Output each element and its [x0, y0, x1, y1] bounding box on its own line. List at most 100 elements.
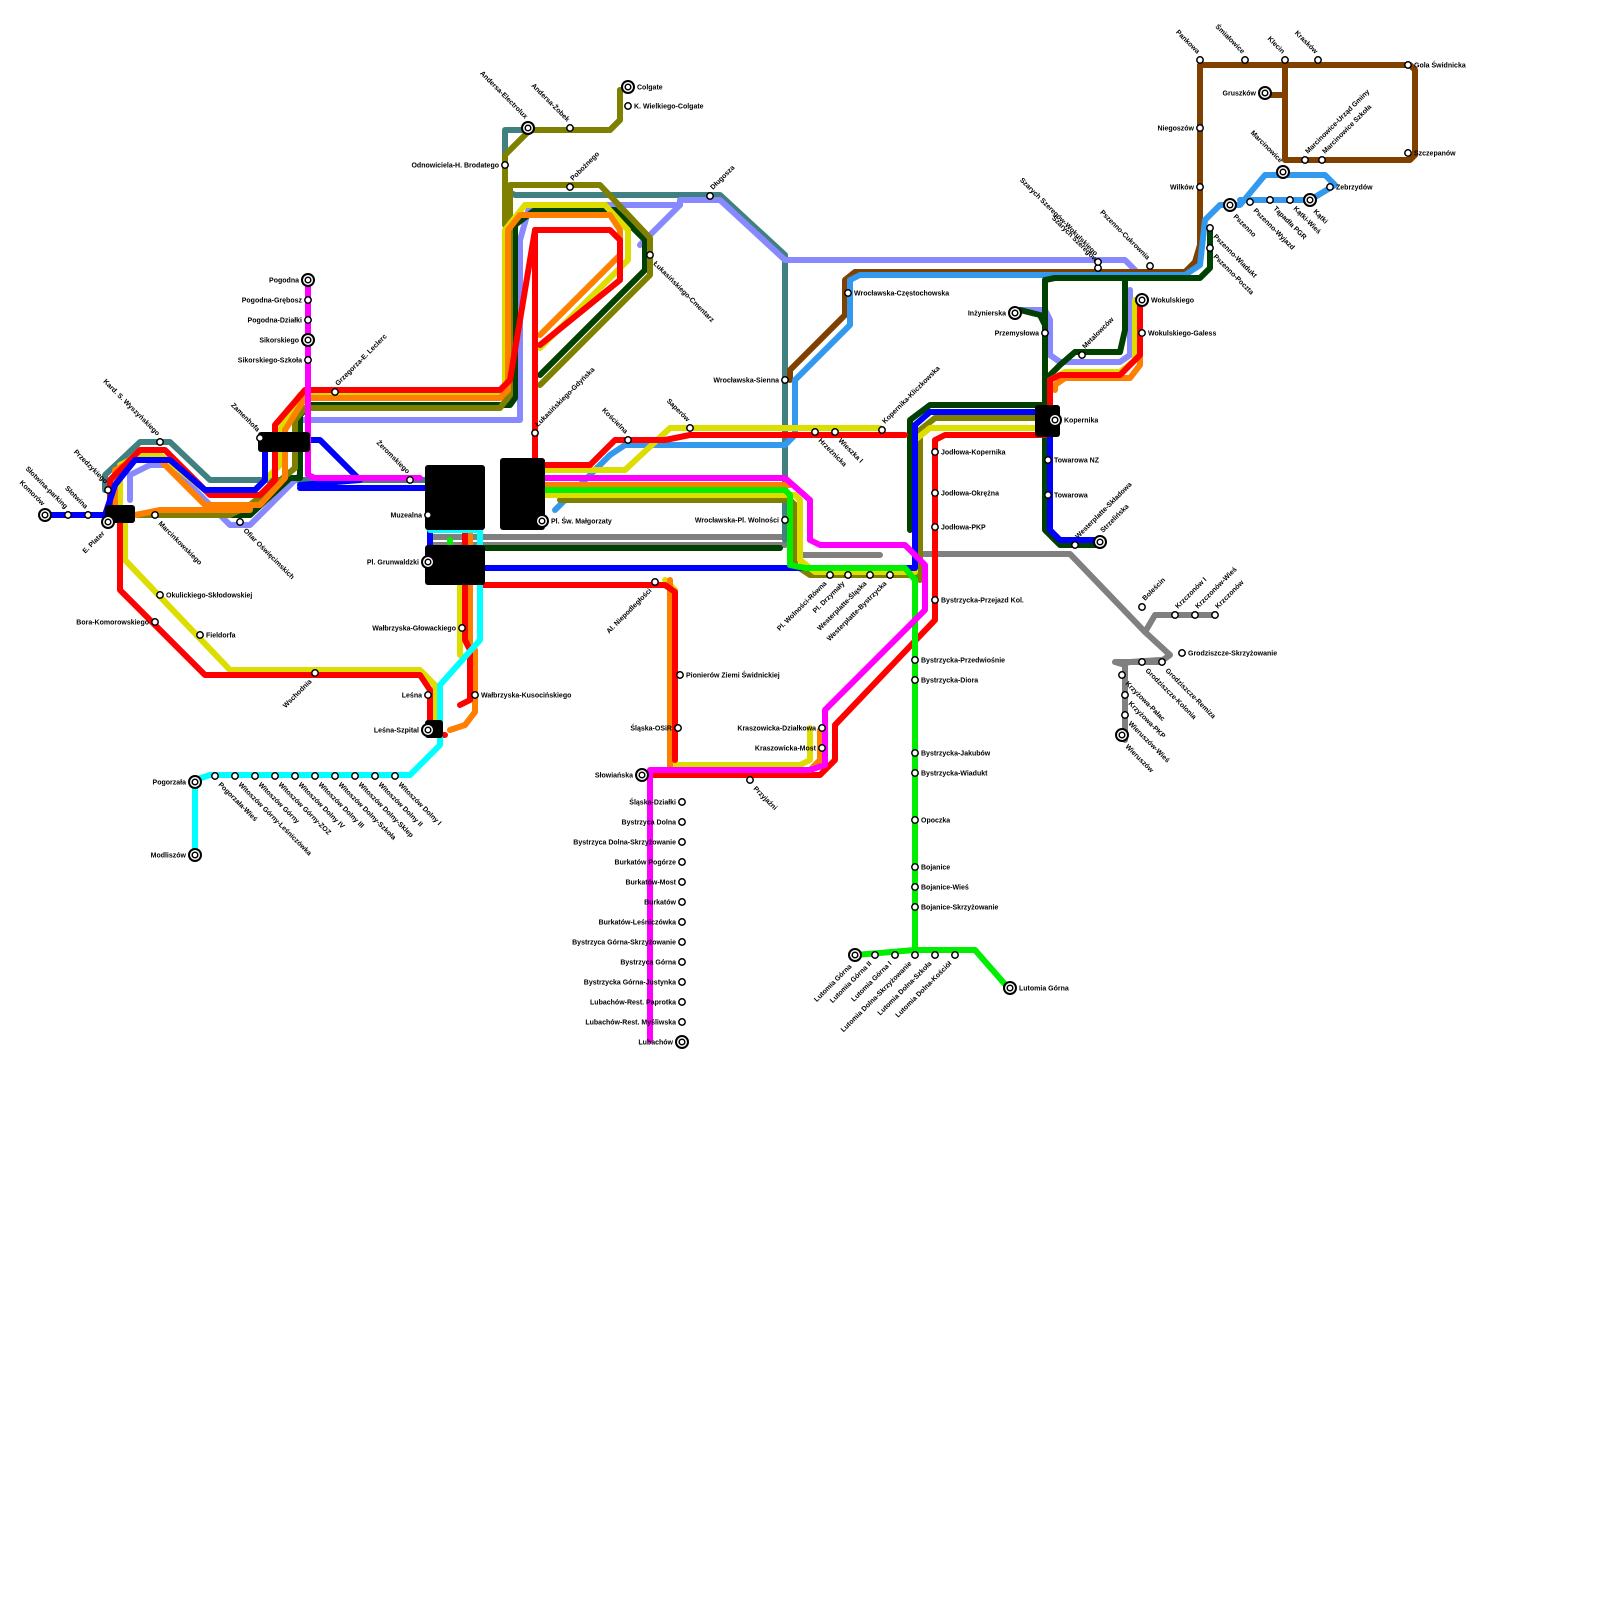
- station-marker[interactable]: [566, 124, 574, 132]
- station-bojanice-skrz[interactable]: Bojanice-Skrzyżowanie: [911, 903, 999, 912]
- station-marker[interactable]: [678, 818, 686, 826]
- station-marker[interactable]: [331, 388, 339, 396]
- station-sikorskiego-szkola[interactable]: Sikorskiego-Szkoła: [238, 356, 312, 365]
- station-marker[interactable]: [1246, 198, 1254, 206]
- station-marker[interactable]: [678, 938, 686, 946]
- station-wroclawska-sienna[interactable]: Wrocławska-Sienna: [713, 376, 789, 385]
- station-slowianska[interactable]: Słowiańska: [595, 768, 649, 782]
- station-marker[interactable]: [781, 376, 789, 384]
- station-marker[interactable]: [678, 878, 686, 886]
- station-marker[interactable]: [931, 523, 939, 531]
- station-marker[interactable]: [304, 356, 312, 364]
- station-marker[interactable]: [1158, 658, 1166, 666]
- station-lesna-szpital[interactable]: Leśna-Szpital: [374, 723, 435, 737]
- station-lutomia-dolna-skrz[interactable]: Lutomia Dolna-Skrzyżowanie: [840, 951, 919, 1034]
- station-walbrzyska-glowackiego[interactable]: Wałbrzyska-Głowackiego: [372, 624, 466, 633]
- station-marker[interactable]: [424, 691, 432, 699]
- station-marker[interactable]: [196, 631, 204, 639]
- station-marker[interactable]: [371, 772, 379, 780]
- station-e-plater[interactable]: E. Plater: [82, 515, 115, 555]
- station-marker[interactable]: [1138, 329, 1146, 337]
- station-marker[interactable]: [256, 434, 264, 442]
- station-burkatow-pogorze[interactable]: Burkatów Pogórze: [615, 858, 686, 867]
- station-marker[interactable]: [911, 903, 919, 911]
- station-szczepanow[interactable]: Szczepanów: [1404, 149, 1456, 158]
- station-wroclawska-czest[interactable]: Wrocławska-Częstochowska: [844, 289, 949, 298]
- station-marker[interactable]: [624, 436, 632, 444]
- station-marker[interactable]: [1044, 456, 1052, 464]
- station-marker[interactable]: [678, 1018, 686, 1026]
- station-gola[interactable]: Gola Świdnicka: [1404, 61, 1466, 70]
- station-marker[interactable]: [676, 671, 684, 679]
- station-marker[interactable]: [1196, 124, 1204, 132]
- station-marker[interactable]: [64, 511, 72, 519]
- station-marker[interactable]: [351, 772, 359, 780]
- station-marker[interactable]: [156, 591, 164, 599]
- station-pogorzala[interactable]: Pogorzała: [153, 775, 202, 789]
- station-inzynierska[interactable]: Inżynierska: [968, 306, 1022, 320]
- station-marker[interactable]: [678, 998, 686, 1006]
- station-marker[interactable]: [818, 724, 826, 732]
- station-bora[interactable]: Bora-Komorowskiego: [76, 618, 159, 627]
- station-marker[interactable]: [566, 183, 574, 191]
- station-wokulskiego[interactable]: Wokulskiego: [1135, 293, 1194, 307]
- station-lukasinskiego-cm[interactable]: Łukasińskiego-Cmentarz: [646, 251, 716, 325]
- station-okulickiego[interactable]: Okulickiego-Skłodowskiej: [156, 591, 253, 600]
- station-marker[interactable]: [891, 951, 899, 959]
- station-marker[interactable]: [844, 571, 852, 579]
- station-marker[interactable]: [1191, 611, 1199, 619]
- station-marker[interactable]: [678, 918, 686, 926]
- station-bystrzycka-przedwiosnie[interactable]: Bystrzycka-Przedwiośnie: [911, 656, 1005, 665]
- station-marker[interactable]: [1094, 258, 1102, 266]
- station-fieldorfa[interactable]: Fieldorfa: [196, 631, 236, 640]
- station-marker[interactable]: [458, 624, 466, 632]
- station-pl-malgorzaty[interactable]: Pl. Św. Małgorzaty: [535, 514, 612, 528]
- station-gruszkow[interactable]: Gruszków: [1223, 86, 1272, 100]
- station-marker[interactable]: [678, 838, 686, 846]
- station-lesna[interactable]: Leśna: [402, 691, 432, 700]
- station-marker[interactable]: [236, 518, 244, 526]
- station-muzealna[interactable]: Muzealna: [390, 511, 432, 520]
- station-marker[interactable]: [1196, 56, 1204, 64]
- station-modliszow[interactable]: Modliszów: [151, 848, 202, 862]
- station-marker[interactable]: [931, 489, 939, 497]
- station-marker[interactable]: [811, 428, 819, 436]
- station-jodlowa-kopernika[interactable]: Jodłowa-Kopernika: [931, 448, 1006, 457]
- station-burkatow-lesn[interactable]: Burkatów-Leśniczówka: [599, 918, 686, 927]
- station-marker[interactable]: [1326, 183, 1334, 191]
- station-marker[interactable]: [911, 863, 919, 871]
- station-marker[interactable]: [931, 596, 939, 604]
- station-pogodna-grebosz[interactable]: Pogodna-Grębosz: [242, 296, 312, 305]
- station-pionierow[interactable]: Pionierów Ziemi Świdnickiej: [676, 671, 780, 680]
- station-wyszynskiego[interactable]: Kard. S. Wyszyńskiego: [101, 378, 164, 446]
- station-lubachow-mysliwska[interactable]: Lubachów-Rest. Myśliwska: [585, 1018, 686, 1027]
- station-marker[interactable]: [706, 192, 714, 200]
- station-marker[interactable]: [1281, 56, 1289, 64]
- station-marker[interactable]: [1044, 491, 1052, 499]
- station-jodlowa-okrezna[interactable]: Jodłowa-Okrężna: [931, 489, 999, 498]
- station-marker[interactable]: [1178, 649, 1186, 657]
- station-marcinowice-ug[interactable]: Marcinowice-Urząd Gminy: [1301, 89, 1372, 164]
- station-przyjazni[interactable]: Przyjaźni: [746, 776, 778, 812]
- station-marker[interactable]: [871, 951, 879, 959]
- station-bystrzycka-diora[interactable]: Bystrzycka-Diora: [911, 676, 978, 685]
- station-klecin[interactable]: Klecin: [1266, 36, 1289, 64]
- station-sikorskiego[interactable]: Sikorskiego: [259, 333, 315, 347]
- station-marker[interactable]: [104, 486, 112, 494]
- station-bystrzycka-przejazd[interactable]: Bystrzycka-Przejazd Kol.: [931, 596, 1024, 605]
- station-marker[interactable]: [1041, 329, 1049, 337]
- station-marker[interactable]: [251, 772, 259, 780]
- station-marker[interactable]: [678, 958, 686, 966]
- station-marker[interactable]: [1404, 149, 1412, 157]
- station-marker[interactable]: [911, 749, 919, 757]
- station-marker[interactable]: [291, 772, 299, 780]
- station-marker[interactable]: [84, 511, 92, 519]
- station-wroclawska-pl-wol[interactable]: Wrocławska-Pl. Wolności: [695, 516, 789, 525]
- station-marker[interactable]: [1078, 351, 1086, 359]
- station-opoczka[interactable]: Opoczka: [911, 816, 950, 825]
- station-colgate[interactable]: Colgate: [621, 80, 663, 94]
- station-przemyslowa[interactable]: Przemysłowa: [995, 329, 1049, 338]
- station-szarych-wok[interactable]: Szarych Szeregów-Wokulskiego: [1018, 177, 1102, 266]
- station-wokulskiego-galess[interactable]: Wokulskiego-Galess: [1138, 329, 1217, 338]
- station-marker[interactable]: [424, 511, 432, 519]
